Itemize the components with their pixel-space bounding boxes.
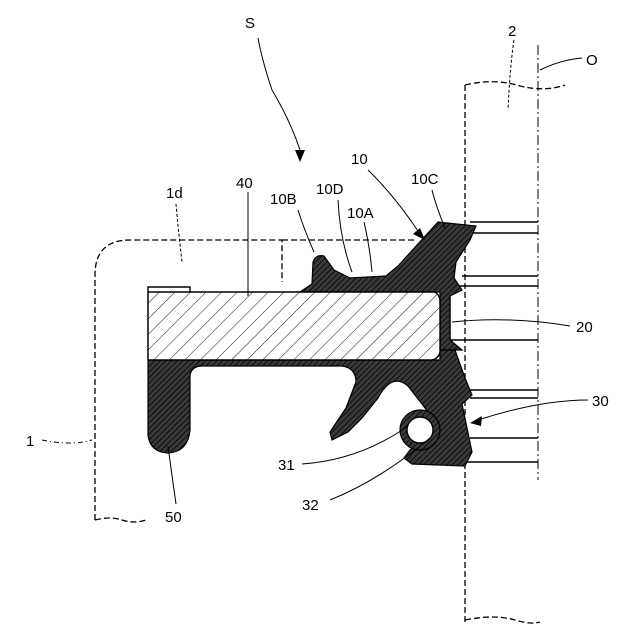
leader-20 — [452, 320, 570, 326]
label-20: 20 — [576, 319, 593, 336]
label-10B: 10B — [270, 191, 297, 208]
label-10D: 10D — [316, 181, 344, 198]
leader-1d — [176, 204, 182, 262]
section-arrow-head — [295, 150, 305, 162]
housing-bottom-break — [95, 518, 146, 522]
label-S: S — [245, 15, 255, 32]
leader-10-arrow — [413, 228, 425, 240]
label-2: 2 — [508, 23, 516, 40]
section-arrow-curve — [258, 38, 300, 150]
label-O: O — [586, 52, 598, 69]
leader-50 — [168, 446, 176, 504]
label-32: 32 — [302, 497, 319, 514]
leader-30 — [478, 400, 588, 420]
metal-insert — [148, 292, 440, 360]
label-10A: 10A — [347, 205, 374, 222]
label-10C: 10C — [411, 171, 439, 188]
label-30: 30 — [592, 393, 609, 410]
leader-30-arrow — [470, 416, 482, 426]
leader-O — [540, 58, 582, 70]
label-10: 10 — [351, 151, 368, 168]
label-1d: 1d — [166, 185, 183, 202]
leader-10A — [364, 222, 372, 272]
metal-insert-top-tab — [148, 287, 190, 292]
leader-31 — [302, 426, 408, 464]
shaft-bottom-break — [465, 617, 540, 623]
label-1: 1 — [26, 433, 34, 450]
label-31: 31 — [278, 457, 295, 474]
leader-1 — [42, 440, 92, 443]
leader-2 — [508, 40, 514, 110]
leader-10B — [298, 210, 314, 252]
label-50: 50 — [165, 509, 182, 526]
shaft-top-break — [465, 82, 565, 89]
label-40: 40 — [236, 175, 253, 192]
